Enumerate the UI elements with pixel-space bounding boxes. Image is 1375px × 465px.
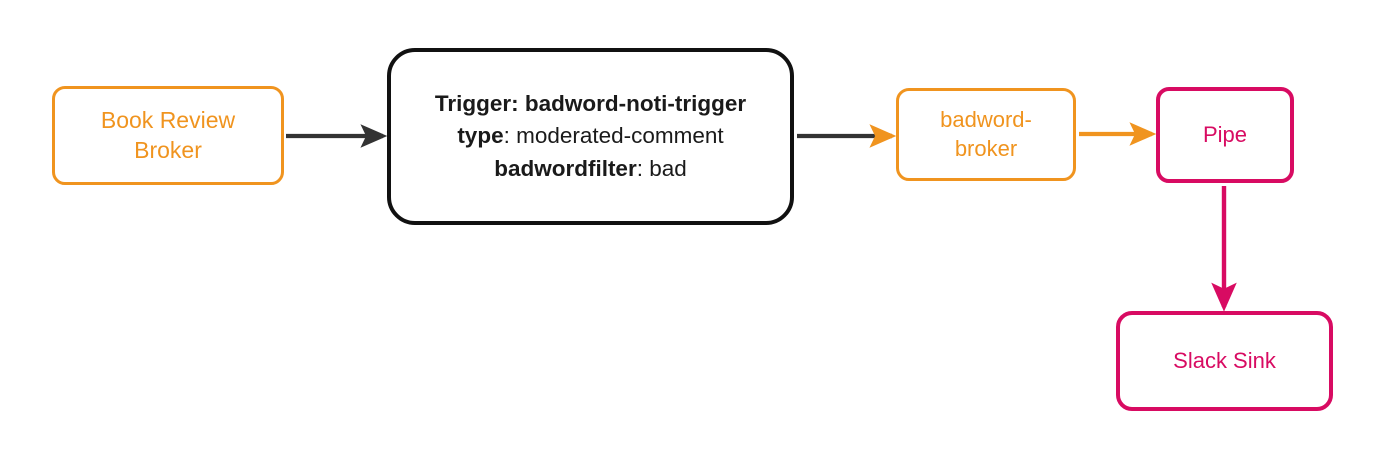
trigger-row-badwordfilter: badwordfilter: bad xyxy=(494,153,687,185)
trigger-title-line: Trigger: badword-noti-trigger xyxy=(435,88,746,120)
trigger-row-type-separator: : xyxy=(503,123,517,149)
trigger-row-badwordfilter-key: badwordfilter xyxy=(494,155,637,181)
trigger-row-badwordfilter-value: bad xyxy=(649,155,687,181)
trigger-row-badwordfilter-separator: : xyxy=(636,155,650,181)
node-badword-broker-label: badword- broker xyxy=(940,106,1032,161)
node-slack-sink[interactable]: Slack Sink xyxy=(1116,311,1333,411)
node-slack-sink-label: Slack Sink xyxy=(1173,347,1276,373)
node-book-review-broker-label: Book Review Broker xyxy=(100,106,236,163)
trigger-title-value: badword-noti-trigger xyxy=(524,91,747,117)
node-pipe-label: Pipe xyxy=(1202,121,1248,147)
node-pipe[interactable]: Pipe xyxy=(1156,87,1294,183)
trigger-title-key: Trigger: xyxy=(434,91,519,117)
trigger-row-type: type: moderated-comment xyxy=(457,120,723,152)
node-badword-broker[interactable]: badword- broker xyxy=(896,88,1076,181)
trigger-row-type-key: type xyxy=(457,123,504,149)
node-book-review-broker[interactable]: Book Review Broker xyxy=(52,86,284,185)
trigger-row-type-value: moderated-comment xyxy=(516,123,724,149)
node-trigger[interactable]: Trigger: badword-noti-trigger type: mode… xyxy=(387,48,794,225)
